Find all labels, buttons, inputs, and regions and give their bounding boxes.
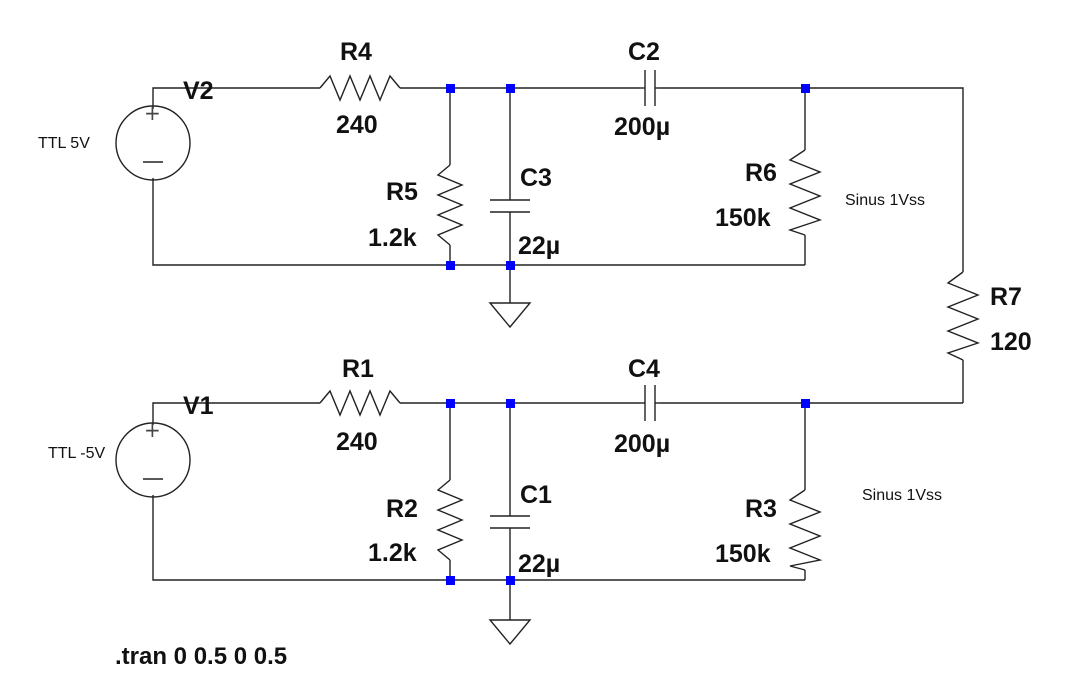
node-bottom-r2-gnd [446, 576, 455, 585]
bottom-sinus-note: Sinus 1Vss [862, 487, 942, 504]
svg-text:+: + [144, 418, 161, 442]
sim-directive: .tran 0 0.5 0 0.5 [115, 643, 287, 670]
node-top-c3 [506, 84, 515, 93]
resistor-r5-symbol [436, 164, 464, 246]
top-sinus-note: Sinus 1Vss [845, 192, 925, 209]
node-top-c3-gnd [506, 261, 515, 270]
voltage-source-v1: + [115, 418, 191, 498]
wire-v2-to-r4 [152, 87, 320, 109]
capacitor-c2-symbol [640, 70, 660, 106]
r1-value: 240 [336, 428, 378, 456]
node-top-r6 [801, 84, 810, 93]
wire-bottom-ground-rail [152, 495, 805, 581]
wire-top-ground-rail [152, 178, 805, 266]
r5-value: 1.2k [368, 224, 417, 252]
c2-label: C2 [628, 38, 660, 66]
r6-label: R6 [745, 159, 777, 187]
r3-label: R3 [745, 495, 777, 523]
node-top-r5-gnd [446, 261, 455, 270]
r2-value: 1.2k [368, 539, 417, 567]
resistor-r2-symbol [436, 479, 464, 561]
v1-value: TTL -5V [48, 445, 106, 462]
node-bottom-r3 [801, 399, 810, 408]
c3-value: 22µ [518, 232, 560, 260]
r5-label: R5 [386, 178, 418, 206]
c4-value: 200µ [614, 430, 670, 458]
resistor-r4-symbol [319, 74, 401, 102]
v2-label: V2 [183, 77, 214, 105]
bottom-circuit: + V1 TTL -5V R1 240 R2 1.2k C1 22µ C4 20… [48, 355, 963, 646]
c1-label: C1 [520, 481, 552, 509]
resistor-r7-symbol [946, 271, 981, 361]
node-bottom-c1 [506, 399, 515, 408]
resistor-r7: R7 120 [946, 271, 1032, 403]
capacitor-c1-symbol [490, 515, 530, 529]
ground-bottom-symbol [488, 619, 532, 646]
r3-value: 150k [715, 540, 771, 568]
v2-value: TTL 5V [38, 135, 90, 152]
ground-top-symbol [488, 302, 532, 329]
c3-label: C3 [520, 164, 552, 192]
c1-value: 22µ [518, 550, 560, 578]
node-bottom-r1-r2 [446, 399, 455, 408]
resistor-r6-symbol [787, 149, 823, 236]
c4-label: C4 [628, 355, 660, 383]
capacitor-c3-symbol [490, 199, 530, 213]
resistor-r3-symbol [788, 489, 823, 571]
voltage-source-v2: + [115, 101, 191, 181]
node-top-r4-r5 [446, 84, 455, 93]
r4-label: R4 [340, 38, 372, 66]
r6-value: 150k [715, 204, 771, 232]
node-bottom-c1-gnd [506, 576, 515, 585]
r1-label: R1 [342, 355, 374, 383]
r4-value: 240 [336, 111, 378, 139]
top-circuit: + V2 TTL 5V R4 240 R5 1.2k C3 22µ C2 200… [38, 38, 964, 329]
svg-text:+: + [144, 101, 161, 125]
wire-v1-to-r1 [152, 402, 320, 425]
c2-value: 200µ [614, 113, 670, 141]
resistor-r1-symbol [319, 389, 401, 417]
r2-label: R2 [386, 495, 418, 523]
wire-c2-to-r7 [660, 87, 964, 272]
capacitor-c4-symbol [640, 385, 660, 421]
v1-label: V1 [183, 392, 214, 420]
r7-label: R7 [990, 283, 1022, 311]
r7-value: 120 [990, 328, 1032, 356]
